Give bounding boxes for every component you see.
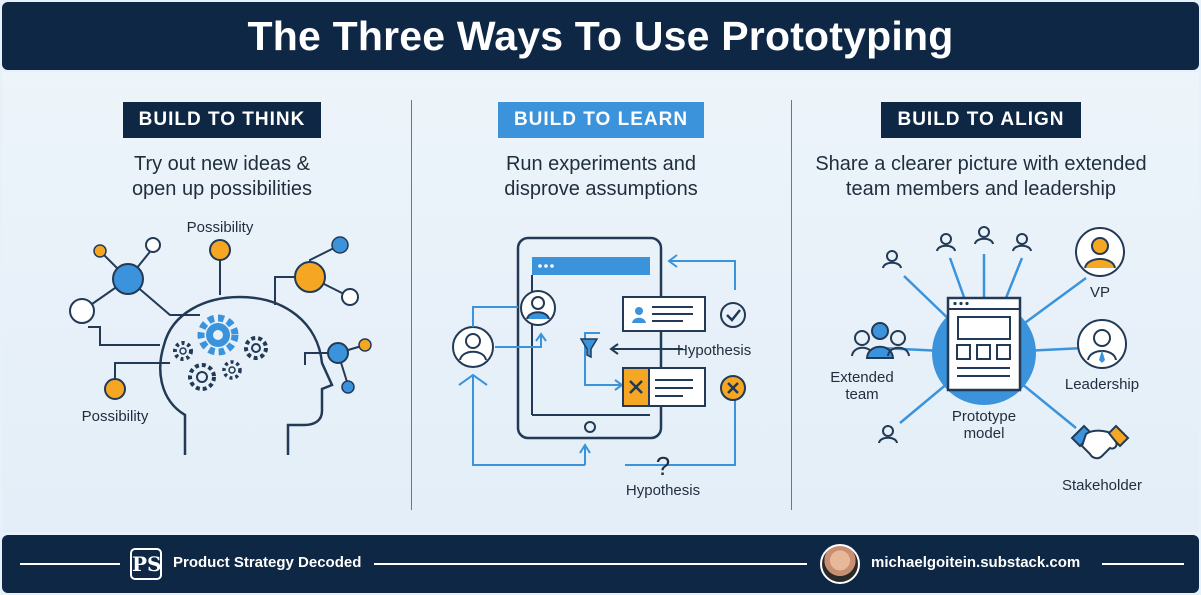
brand-name: Product Strategy Decoded: [173, 554, 362, 571]
team-icon: [851, 322, 910, 359]
person-icon: [878, 425, 898, 444]
subtitle-line-2: disprove assumptions: [504, 178, 698, 200]
footer-rule-right: [1102, 563, 1184, 565]
site-link[interactable]: michaelgoitein.substack.com: [871, 554, 1081, 571]
person-icon: [1012, 233, 1032, 252]
check-icon: [720, 302, 746, 328]
badge-build-to-learn: BUILD TO LEARN: [497, 102, 705, 138]
leadership-avatar-icon: [1077, 319, 1127, 369]
brand-logo-icon: PS: [130, 548, 162, 580]
person-icon: [882, 250, 902, 269]
label-vp: VP: [1090, 284, 1110, 301]
node-orange-tiny: [358, 338, 372, 352]
node-white-small: [341, 288, 359, 306]
head-outline: [159, 295, 334, 455]
node-orange-top: [209, 239, 231, 261]
column-divider-1: [411, 100, 412, 510]
label-possibility-left: Possibility: [82, 408, 149, 425]
label-hypothesis-right: Hypothesis: [677, 342, 751, 359]
label-prototype-line2: model: [964, 425, 1005, 442]
page-title: The Three Ways To Use Prototyping: [247, 12, 954, 59]
gear-icon: [222, 360, 242, 380]
node-blue-right: [327, 342, 349, 364]
subtitle-build-to-think: Try out new ideas & open up possibilitie…: [27, 152, 417, 202]
prototype-model-icon: [946, 296, 1022, 392]
tablet-home-button: [584, 421, 596, 433]
label-leadership: Leadership: [1065, 376, 1139, 393]
close-icon: [720, 375, 746, 401]
label-possibility-top: Possibility: [187, 219, 254, 236]
node-large-orange: [294, 261, 326, 293]
node-small-white: [145, 237, 161, 253]
subtitle-build-to-learn: Run experiments and disprove assumptions: [406, 152, 796, 202]
badge-build-to-think: BUILD TO THINK: [122, 102, 322, 138]
node-blue-tiny: [341, 380, 355, 394]
footer-rule-left: [20, 563, 120, 565]
gear-icon: [188, 363, 216, 391]
label-extended-line2: team: [845, 386, 878, 403]
rejected-card: [622, 367, 706, 407]
experiment-loop-illustration: Hypothesis ? Hypothesis: [452, 236, 751, 499]
column-build-to-learn: BUILD TO LEARN Run experiments and dispr…: [406, 102, 796, 202]
label-extended-line1: Extended: [830, 369, 893, 386]
alignment-hub-illustration: VP Leadership Extended team Prototype mo…: [830, 226, 1142, 494]
label-stakeholder: Stakeholder: [1062, 477, 1142, 494]
user-icon: [520, 290, 556, 326]
vp-avatar-icon: [1075, 227, 1125, 277]
tablet-frame: [516, 236, 663, 440]
loop-arrows: [458, 254, 736, 466]
node-small-orange: [93, 244, 107, 258]
gear-icon: [244, 336, 268, 360]
footer-bar: PS Product Strategy Decoded michaelgoite…: [2, 535, 1199, 593]
subtitle-line-2: team members and leadership: [845, 178, 1117, 200]
person-icon: [936, 233, 956, 252]
node-orange-left: [104, 378, 126, 400]
head-network-illustration: Possibility Possibility: [69, 219, 372, 455]
subtitle-build-to-align: Share a clearer picture with extended te…: [786, 152, 1176, 202]
user-icon: [452, 326, 494, 368]
question-mark-icon: ?: [656, 451, 670, 481]
gear-icon: [173, 341, 193, 361]
filter-icon: [579, 338, 599, 359]
column-build-to-align: BUILD TO ALIGN Share a clearer picture w…: [786, 102, 1176, 202]
hypothesis-card: [622, 296, 706, 332]
person-icon: [974, 226, 994, 245]
subtitle-line-2: open up possibilities: [131, 178, 313, 200]
tablet-header-bar: [532, 257, 650, 275]
gear-icon: [197, 314, 239, 356]
column-build-to-think: BUILD TO THINK Try out new ideas & open …: [27, 102, 417, 202]
handshake-icon: [1070, 424, 1130, 460]
column-divider-2: [791, 100, 792, 510]
label-hypothesis-bottom: Hypothesis: [626, 482, 700, 499]
footer-rule-middle: [374, 563, 807, 565]
subtitle-line-1: Share a clearer picture with extended: [815, 153, 1147, 175]
label-prototype-line1: Prototype: [952, 408, 1016, 425]
subtitle-line-1: Try out new ideas &: [133, 153, 310, 175]
node-white: [69, 298, 95, 324]
subtitle-line-1: Run experiments and: [505, 153, 697, 175]
title-bar: The Three Ways To Use Prototyping: [2, 2, 1199, 70]
badge-build-to-align: BUILD TO ALIGN: [881, 102, 1081, 138]
author-avatar: [820, 544, 860, 584]
node-large-blue: [112, 263, 144, 295]
node-blue-small: [331, 236, 349, 254]
